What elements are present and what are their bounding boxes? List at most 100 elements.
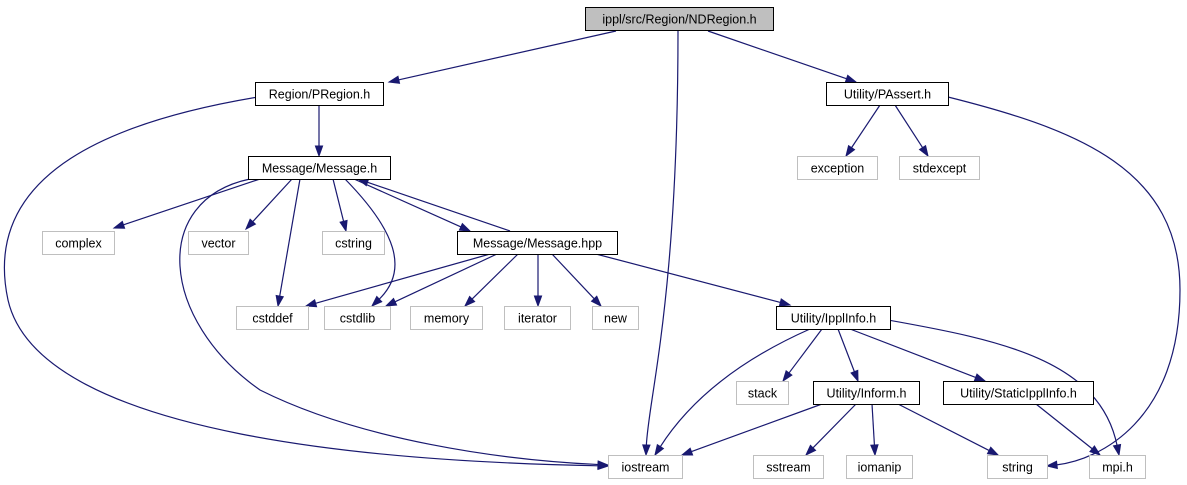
arrowhead-icon	[275, 294, 285, 308]
node-label: Message/Message.h	[262, 162, 377, 176]
arrowhead-icon	[850, 369, 859, 383]
node-stdexcept: stdexcept	[899, 156, 980, 180]
edge-line	[659, 328, 811, 448]
node-message_h[interactable]: Message/Message.h	[248, 156, 391, 180]
node-sstream: sstream	[753, 455, 824, 479]
edge-staticippl-to-mpi	[1035, 403, 1102, 456]
node-box	[899, 156, 980, 180]
arrowhead-icon	[597, 460, 610, 469]
arrowhead-icon	[463, 295, 476, 308]
arrowhead-icon	[1089, 445, 1102, 456]
edge-ndregion-to-pregion	[387, 30, 617, 84]
edge-message_h-to-cstring	[332, 178, 348, 233]
node-box	[457, 231, 618, 255]
node-box	[322, 231, 385, 255]
node-label: string	[1002, 461, 1033, 475]
edge-message_hpp-to-memory	[463, 253, 519, 308]
arrowhead-icon	[458, 222, 472, 232]
edge-line	[811, 403, 857, 449]
edge-ipplinfo-to-mpi	[887, 319, 1122, 457]
node-iomanip: iomanip	[846, 455, 913, 479]
edge-message_hpp-to-ipplinfo	[595, 253, 792, 307]
node-box	[248, 156, 391, 180]
edge-line	[871, 403, 876, 447]
arrowhead-icon	[654, 443, 665, 457]
arrowhead-icon	[973, 373, 987, 382]
node-exception: exception	[797, 156, 878, 180]
arrowhead-icon	[314, 145, 324, 158]
node-box	[813, 381, 920, 405]
node-ndregion[interactable]: ippl/src/Region/NDRegion.h	[585, 7, 774, 31]
edge-line	[366, 181, 511, 232]
edge-inform-to-iomanip	[870, 403, 879, 457]
arrowhead-icon	[1112, 443, 1122, 457]
node-passert[interactable]: Utility/PAssert.h	[826, 82, 949, 106]
node-mpi: mpi.h	[1089, 455, 1146, 479]
edge-passert-to-stdexcept	[894, 104, 929, 158]
node-label: memory	[424, 312, 470, 326]
node-label: exception	[811, 162, 865, 176]
node-label: Utility/Inform.h	[827, 387, 907, 401]
edge-passert-to-exception	[845, 104, 881, 158]
node-ipplinfo[interactable]: Utility/IpplInfo.h	[776, 306, 891, 330]
edge-message_h-to-message_hpp	[353, 178, 472, 232]
node-box	[324, 306, 391, 330]
node-box	[504, 306, 571, 330]
node-cstring: cstring	[322, 231, 385, 255]
edge-message_h-to-complex	[112, 178, 261, 229]
edge-ipplinfo-to-staticippl	[849, 328, 987, 382]
node-staticippl[interactable]: Utility/StaticIpplInfo.h	[943, 381, 1094, 405]
node-vector: vector	[188, 231, 249, 255]
edge-ipplinfo-to-iostream	[654, 328, 811, 457]
arrowhead-icon	[804, 444, 817, 457]
edge-line	[353, 178, 463, 228]
edge-line	[551, 253, 596, 300]
node-layer: ippl/src/Region/NDRegion.hRegion/PRegion…	[42, 7, 1146, 479]
node-box	[987, 455, 1048, 479]
arrowhead-icon	[304, 298, 318, 308]
node-cstdlib: cstdlib	[324, 306, 391, 330]
arrowhead-icon	[387, 75, 401, 84]
arrowhead-icon	[533, 295, 543, 308]
node-box	[736, 381, 789, 405]
node-box	[1089, 455, 1146, 479]
node-label: ippl/src/Region/NDRegion.h	[602, 13, 756, 27]
node-iterator: iterator	[504, 306, 571, 330]
node-box	[846, 455, 913, 479]
edge-line	[3, 96, 600, 467]
node-box	[42, 231, 115, 255]
arrowhead-icon	[245, 218, 257, 231]
edge-line	[122, 178, 261, 226]
edge-line	[179, 178, 600, 466]
node-message_hpp[interactable]: Message/Message.hpp	[457, 231, 618, 255]
arrowhead-icon	[384, 297, 398, 307]
node-pregion[interactable]: Region/PRegion.h	[255, 82, 384, 106]
arrowhead-icon	[986, 446, 1000, 456]
node-label: iostream	[622, 461, 670, 475]
node-label: Message/Message.hpp	[473, 237, 602, 251]
edge-message_h-to-cstddef	[275, 178, 301, 308]
edge-line	[251, 178, 293, 223]
node-label: Utility/IpplInfo.h	[791, 312, 877, 326]
edge-message_hpp-to-new	[551, 253, 603, 308]
edge-line	[894, 104, 924, 149]
edge-layer	[3, 30, 1181, 471]
node-label: Utility/StaticIpplInfo.h	[960, 387, 1077, 401]
node-box	[410, 306, 483, 330]
node-label: vector	[201, 237, 235, 251]
node-label: iomanip	[858, 461, 902, 475]
node-iostream: iostream	[608, 455, 683, 479]
node-box	[608, 455, 683, 479]
edge-line	[344, 178, 396, 301]
node-box	[255, 82, 384, 106]
node-label: Utility/PAssert.h	[844, 88, 931, 102]
node-inform[interactable]: Utility/Inform.h	[813, 381, 920, 405]
node-label: Region/PRegion.h	[269, 88, 371, 102]
arrowhead-icon	[918, 144, 929, 158]
node-cstddef: cstddef	[236, 306, 309, 330]
edge-line	[1035, 403, 1094, 450]
edge-line	[850, 104, 881, 149]
edge-line	[314, 253, 491, 305]
node-memory: memory	[410, 306, 483, 330]
